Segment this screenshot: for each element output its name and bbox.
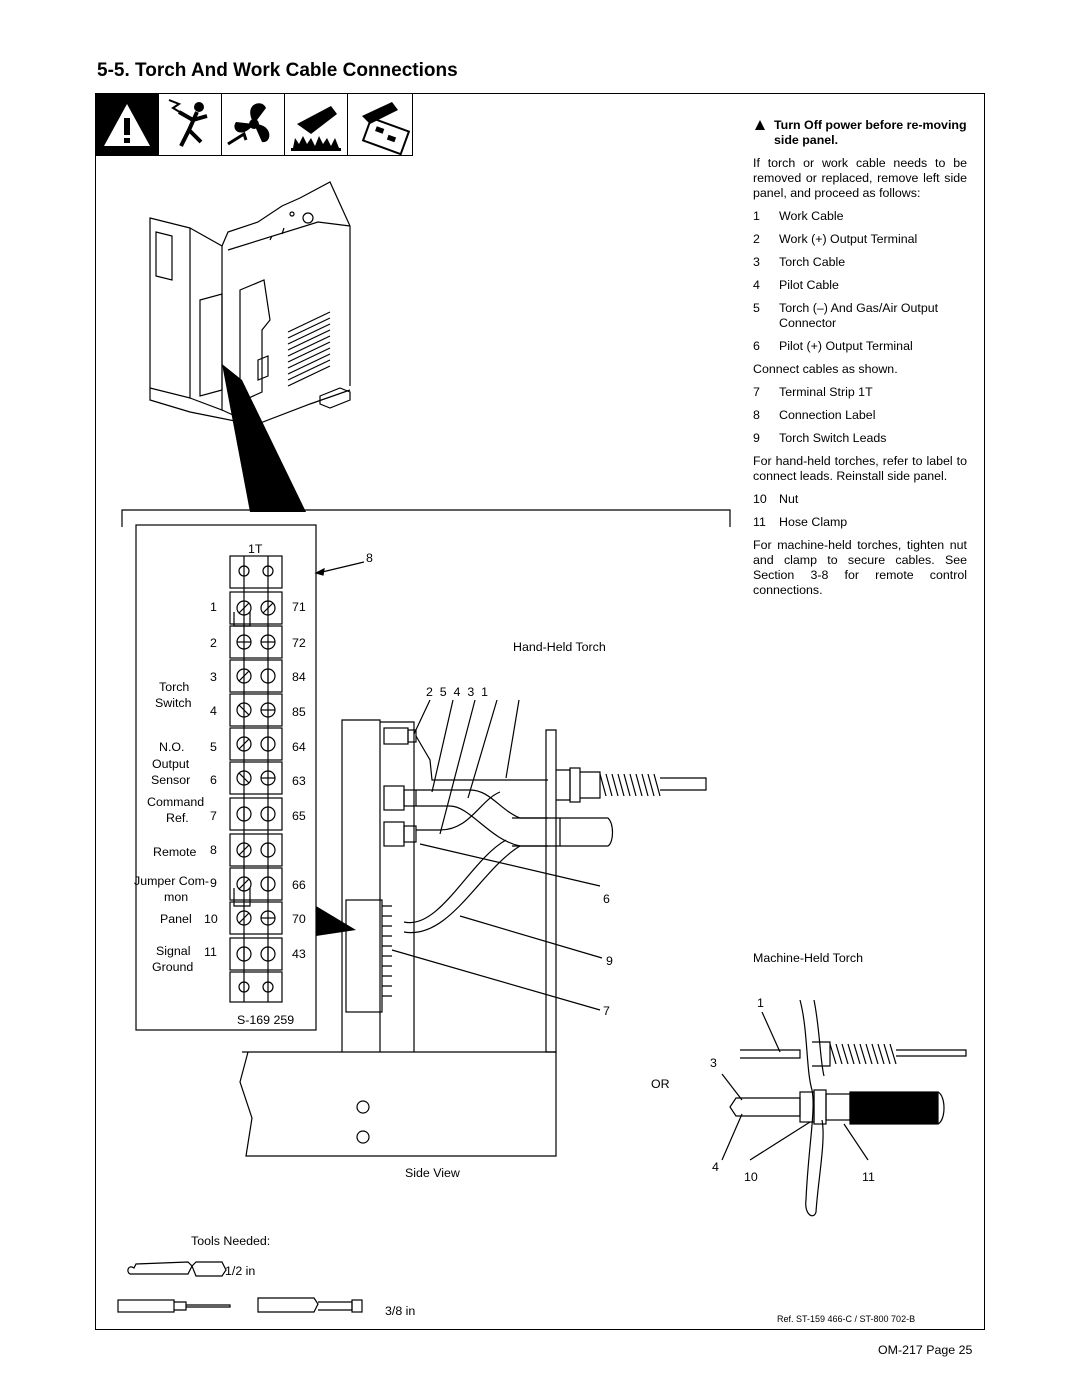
figure-frame bbox=[95, 93, 985, 1330]
function-label: Output bbox=[152, 757, 190, 771]
wire-number: 63 bbox=[292, 774, 306, 788]
intro-paragraph: If torch or work cable needs to be remov… bbox=[753, 156, 967, 200]
machine-held-torch-drawing bbox=[721, 999, 967, 1217]
wire-number: 65 bbox=[292, 809, 306, 823]
terminal-pos: 6 bbox=[210, 773, 217, 787]
callout-10: 10 bbox=[744, 1170, 758, 1184]
warning-bullet-icon bbox=[755, 120, 765, 130]
terminal-pos: 5 bbox=[210, 740, 217, 754]
function-label: Switch bbox=[155, 696, 192, 710]
function-label: Command bbox=[147, 795, 205, 809]
tools-drawing bbox=[117, 1261, 363, 1313]
function-label: Remote bbox=[153, 845, 197, 859]
terminal-pos: 1 bbox=[210, 600, 217, 614]
callout-6: 6 bbox=[603, 892, 610, 906]
wire-number: 84 bbox=[292, 670, 306, 684]
callout-7: 7 bbox=[603, 1004, 610, 1018]
strip-title: 1T bbox=[248, 542, 263, 556]
handheld-note: For hand-held torches, refer to label to… bbox=[753, 454, 967, 483]
side-view-drawing bbox=[239, 699, 707, 1157]
machine-cabinet-drawing bbox=[149, 181, 351, 426]
wrench-size: 1/2 in bbox=[225, 1264, 256, 1278]
function-label: Jumper Com- bbox=[134, 874, 210, 888]
callout-11: 11 bbox=[862, 1170, 875, 1184]
function-label: Ref. bbox=[166, 811, 189, 825]
hot-parts-icon bbox=[284, 94, 347, 155]
drawing-number: S-169 259 bbox=[237, 1013, 295, 1027]
screwdriver-icon bbox=[117, 1299, 175, 1313]
terminal-screws bbox=[236, 565, 276, 993]
terminal-pos: 3 bbox=[210, 670, 217, 684]
terminal-pos: 7 bbox=[210, 809, 217, 823]
instructions-column: Turn Off power before re-moving side pan… bbox=[753, 118, 967, 606]
callout-9: 9 bbox=[606, 954, 613, 968]
connect-note: Connect cables as shown. bbox=[753, 362, 898, 376]
machineheld-label: Machine-Held Torch bbox=[753, 951, 863, 965]
nut-driver-icon bbox=[257, 1297, 319, 1313]
or-label: OR bbox=[651, 1077, 670, 1091]
electric-shock-icon bbox=[158, 94, 221, 155]
wire-number: 43 bbox=[292, 947, 306, 961]
wire-number: 85 bbox=[292, 705, 306, 719]
warning-note: Turn Off power before re-moving side pan… bbox=[753, 118, 967, 148]
callout-4: 4 bbox=[712, 1160, 719, 1174]
callout-8: 8 bbox=[366, 551, 373, 565]
terminal-pos: 2 bbox=[210, 636, 217, 650]
wire-number: 71 bbox=[292, 600, 306, 614]
function-label: mon bbox=[164, 890, 189, 904]
static-electricity-board-icon bbox=[347, 94, 413, 155]
terminal-pos: 4 bbox=[210, 704, 217, 718]
terminal-pos: 9 bbox=[210, 876, 217, 890]
callouts-top: 2 5 4 3 1 bbox=[426, 685, 488, 699]
function-label: N.O. bbox=[159, 740, 185, 754]
wire-number: 70 bbox=[292, 912, 306, 926]
terminal-strip-box bbox=[135, 524, 317, 1031]
handheld-label: Hand-Held Torch bbox=[513, 640, 606, 654]
warning-triangle-icon bbox=[96, 94, 158, 156]
reference-number: Ref. ST-159 466-C / ST-800 702-B bbox=[777, 1314, 916, 1324]
terminal-pos: 8 bbox=[210, 843, 217, 857]
tools-label: Tools Needed: bbox=[191, 1234, 271, 1248]
function-label: Torch bbox=[159, 680, 190, 694]
page-title: 5-5. Torch And Work Cable Connections bbox=[97, 60, 458, 81]
page-number: OM-217 Page 25 bbox=[878, 1343, 973, 1357]
wrench-icon bbox=[127, 1261, 193, 1275]
callout-1: 1 bbox=[757, 996, 764, 1010]
socket-size: 3/8 in bbox=[385, 1304, 416, 1318]
function-label: Signal bbox=[156, 944, 191, 958]
moving-fan-icon bbox=[221, 94, 284, 155]
hazard-icon-strip bbox=[95, 93, 413, 156]
wire-number: 66 bbox=[292, 878, 306, 892]
side-view-caption: Side View bbox=[405, 1166, 460, 1180]
terminal-blocks bbox=[229, 555, 283, 1003]
wire-number: 64 bbox=[292, 740, 306, 754]
wire-number: 72 bbox=[292, 636, 306, 650]
function-label: Sensor bbox=[151, 773, 191, 787]
terminal-pos: 10 bbox=[204, 912, 218, 926]
function-label: Ground bbox=[152, 960, 194, 974]
terminal-pos: 11 bbox=[204, 945, 217, 959]
machineheld-note: For machine-held torches, tighten nut an… bbox=[753, 538, 967, 597]
callout-3: 3 bbox=[710, 1056, 717, 1070]
detail-pointer bbox=[222, 364, 306, 512]
function-label: Panel bbox=[160, 912, 192, 926]
